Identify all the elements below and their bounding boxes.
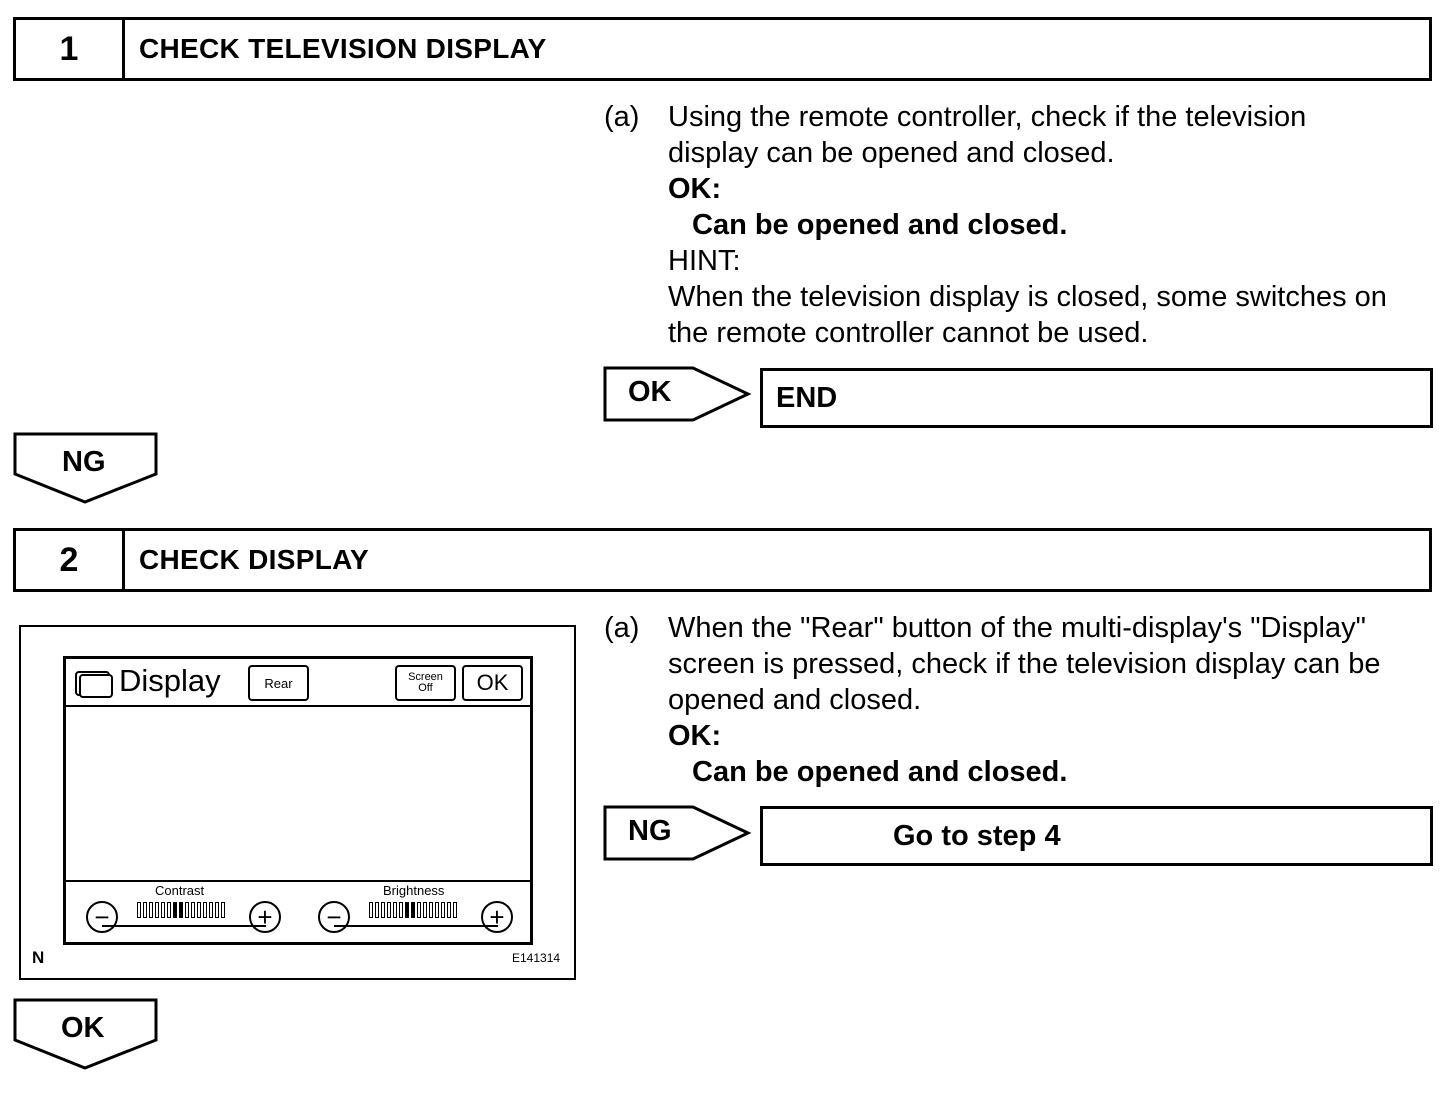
ok-condition: Can be opened and closed. (692, 756, 1068, 788)
screen-footer: Contrast Brightness − + − + (66, 880, 530, 942)
level-cell (167, 902, 171, 918)
level-cell (399, 902, 403, 918)
ok-arrow-label: OK (628, 376, 672, 408)
end-result-box: END (760, 368, 1433, 428)
level-cell (221, 902, 225, 918)
hint-label: HINT: (668, 245, 741, 277)
level-cell (381, 902, 385, 918)
item-label: (a) (604, 612, 640, 644)
level-cell (369, 902, 373, 918)
level-cell (143, 902, 147, 918)
ok-down-arrow-icon (13, 998, 158, 1070)
level-cell (197, 902, 201, 918)
display-figure (19, 625, 576, 980)
ng-arrow-label: NG (628, 815, 672, 847)
level-cell (435, 902, 439, 918)
level-cell (179, 902, 183, 918)
step-title: CHECK TELEVISION DISPLAY (139, 33, 547, 64)
screen-header: Display Rear Screen Off OK (66, 659, 530, 707)
brightness-minus-button[interactable]: − (318, 901, 350, 933)
step-number: 1 (16, 20, 125, 78)
step-1-instruction: Using the remote controller, check if th… (668, 99, 1387, 351)
contrast-level-bar[interactable] (137, 902, 225, 918)
ok-label: OK: (668, 720, 722, 752)
brightness-plus-button[interactable]: + (481, 901, 513, 933)
level-cell (191, 902, 195, 918)
ok-arrow-icon (603, 366, 752, 422)
brightness-label: Brightness (383, 883, 445, 898)
result-text: END (776, 381, 838, 414)
item-label: (a) (604, 101, 640, 133)
level-cell (417, 902, 421, 918)
brightness-level-bar[interactable] (369, 902, 457, 918)
level-cell (375, 902, 379, 918)
display-icon (75, 671, 113, 698)
hint-line: the remote controller cannot be used. (668, 317, 1149, 349)
contrast-plus-button[interactable]: + (249, 901, 281, 933)
step-2-instruction: When the "Rear" button of the multi-disp… (668, 610, 1380, 790)
level-cell (149, 902, 153, 918)
level-cell (173, 902, 177, 918)
level-cell (393, 902, 397, 918)
level-cell (411, 902, 415, 918)
contrast-label: Contrast (155, 883, 205, 898)
screen-off-label: Screen (408, 671, 443, 683)
ok-condition: Can be opened and closed. (692, 209, 1068, 241)
level-cell (203, 902, 207, 918)
result-text: Go to step 4 (893, 819, 1061, 852)
contrast-slider-track (102, 925, 266, 927)
go-to-step-box: Go to step 4 (760, 806, 1433, 866)
step-title: CHECK DISPLAY (139, 544, 370, 575)
step-2-header: 2 CHECK DISPLAY (13, 528, 1432, 592)
corner-letter: N (32, 948, 45, 967)
rear-button[interactable]: Rear (248, 665, 309, 701)
brightness-slider-track (334, 925, 498, 927)
step-1-header: 1 CHECK TELEVISION DISPLAY (13, 17, 1432, 81)
level-cell (441, 902, 445, 918)
ng-arrow-label: NG (62, 446, 106, 478)
display-screen: Display Rear Screen Off OK Contrast Brig… (63, 656, 533, 945)
level-cell (161, 902, 165, 918)
text-line: Using the remote controller, check if th… (668, 101, 1307, 133)
screen-off-button[interactable]: Screen Off (395, 665, 456, 701)
level-cell (209, 902, 213, 918)
step-number: 2 (16, 531, 125, 589)
text-line: display can be opened and closed. (668, 137, 1115, 169)
hint-line: When the television display is closed, s… (668, 281, 1387, 313)
level-cell (447, 902, 451, 918)
level-cell (453, 902, 457, 918)
ng-down-arrow-icon (13, 432, 158, 504)
level-cell (185, 902, 189, 918)
ok-arrow-label: OK (61, 1012, 105, 1044)
text-line: screen is pressed, check if the televisi… (668, 648, 1381, 680)
screen-off-label: Off (418, 682, 433, 694)
text-line: opened and closed. (668, 684, 922, 716)
figure-id: E141314 (512, 951, 561, 965)
level-cell (137, 902, 141, 918)
level-cell (215, 902, 219, 918)
ng-arrow-icon (603, 805, 752, 861)
level-cell (405, 902, 409, 918)
level-cell (423, 902, 427, 918)
level-cell (387, 902, 391, 918)
contrast-minus-button[interactable]: − (86, 901, 118, 933)
screen-ok-button[interactable]: OK (462, 665, 523, 701)
screen-title: Display (119, 663, 221, 698)
level-cell (429, 902, 433, 918)
level-cell (155, 902, 159, 918)
ok-label: OK: (668, 173, 722, 205)
text-line: When the "Rear" button of the multi-disp… (668, 612, 1366, 644)
